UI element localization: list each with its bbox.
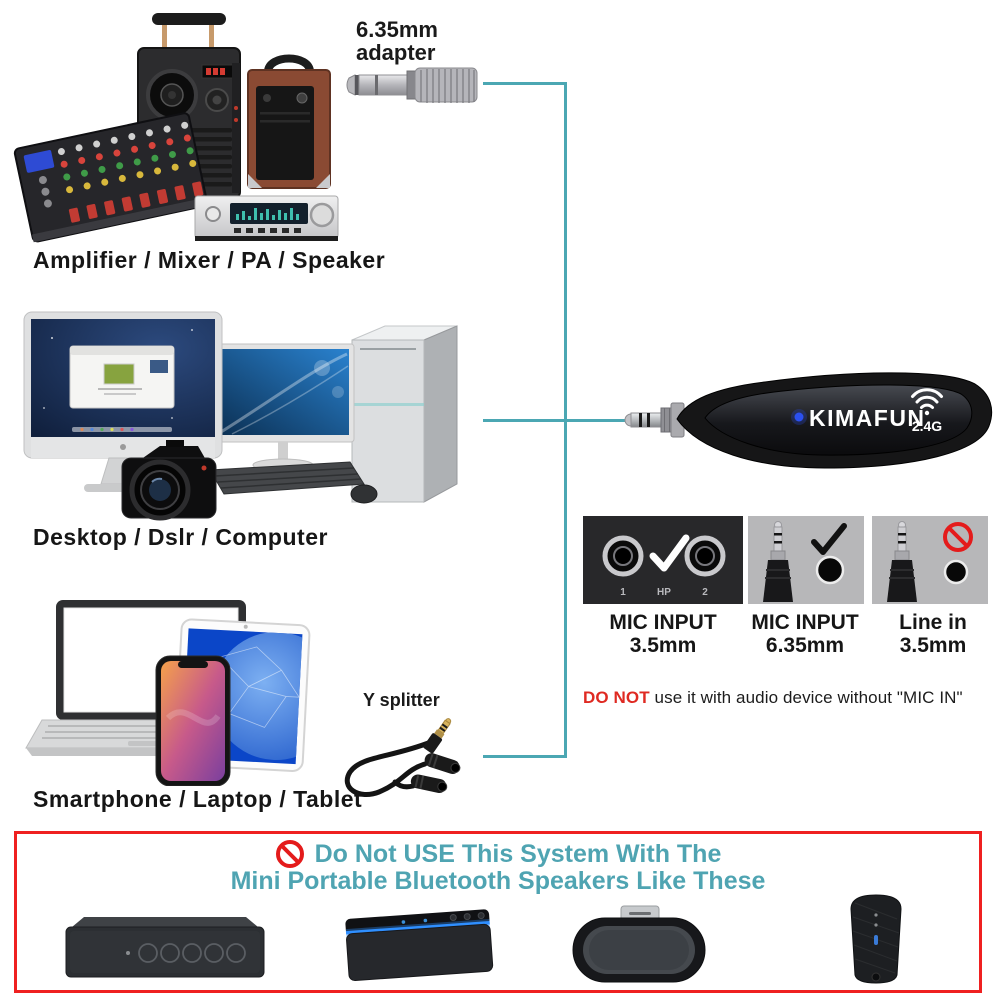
port1-caption-line1: MIC INPUT (609, 611, 717, 634)
pa-equipment-illustration (13, 13, 339, 243)
jack-label-1: 1 (620, 587, 626, 598)
port2-caption-line2: 6.35mm (765, 634, 845, 657)
adapter-label: 6.35mm adapter (356, 18, 438, 64)
jack-label-hp: HP (657, 587, 671, 598)
connector-line-middle (483, 419, 629, 422)
dslr-camera-figure (121, 440, 217, 521)
bluetooth-warning-line2: Mini Portable Bluetooth Speakers Like Th… (230, 867, 766, 895)
connector-line-bottom (483, 755, 567, 758)
desktop-equipment-illustration (23, 311, 458, 521)
tower-speaker-figure (850, 894, 902, 984)
brand-text: KIMAFUN (809, 405, 926, 431)
audio-mixer-figure (13, 112, 208, 243)
y-splitter-label: Y splitter (363, 690, 440, 710)
do-not-rest: use it with audio device without "MIC IN… (649, 688, 963, 707)
socket-hole (943, 559, 969, 585)
bluetooth-warning-heading: Do Not USE This System With The Mini Por… (17, 839, 979, 894)
prohibition-icon (275, 840, 304, 868)
kimafun-receiver-illustration: KIMAFUN 2.4G (624, 372, 993, 469)
do-not-notice: DO NOT use it with audio device without … (583, 688, 963, 708)
adapter-6-35mm-illustration (346, 67, 478, 103)
prohibition-icon (943, 522, 973, 552)
mobile-devices-illustration (25, 600, 311, 786)
imac-figure (23, 311, 223, 492)
mouse-figure (350, 484, 378, 504)
port3-caption-line2: 3.5mm (899, 634, 967, 657)
adapter-label-line1: 6.35mm (356, 17, 438, 42)
port3-caption-line1: Line in (899, 611, 967, 634)
receiver-face (704, 384, 973, 456)
led-indicator-core (794, 412, 804, 422)
plug-figure (887, 521, 917, 602)
group2-caption: Desktop / Dslr / Computer (33, 524, 328, 550)
port2-caption: MIC INPUT 6.35mm (730, 611, 880, 657)
bluetooth-warning-line1: Do Not USE This System With The (314, 839, 722, 868)
jack-label-2: 2 (702, 587, 708, 598)
socket-hole (815, 555, 845, 585)
female-jack-1 (424, 753, 461, 774)
male-plug-figure (423, 718, 452, 754)
line-in-3-5-panel (872, 516, 988, 604)
pc-tower-figure (351, 325, 458, 503)
smartphone-figure (155, 655, 231, 786)
amplifier-figure (194, 195, 339, 241)
bar-speaker-figure (65, 917, 265, 978)
band-text: 2.4G (912, 418, 942, 434)
bluetooth-speaker-warning-box: Do Not USE This System With The Mini Por… (14, 831, 982, 993)
pill-speaker-figure (572, 905, 706, 983)
check-icon-white (649, 534, 690, 572)
plug-figure (763, 521, 793, 602)
audio-jack-3-5mm (624, 402, 685, 438)
check-icon-black (811, 523, 847, 555)
wooden-speaker-figure (247, 54, 331, 189)
wifi-icon (911, 388, 943, 416)
keyboard-figure (209, 461, 365, 495)
adapter-label-line2: adapter (356, 40, 436, 65)
port3-caption: Line in 3.5mm (858, 611, 1000, 657)
monitor-figure (211, 343, 355, 472)
mic-input-3-5-panel: 1 HP 2 (583, 516, 743, 604)
port2-caption-line1: MIC INPUT (751, 611, 859, 634)
port1-caption: MIC INPUT 3.5mm (583, 611, 743, 657)
do-not-emphasis: DO NOT (583, 688, 650, 707)
group1-caption: Amplifier / Mixer / PA / Speaker (33, 247, 386, 273)
led-speaker-figure (345, 909, 494, 982)
mic-input-6-35-panel (748, 516, 864, 604)
group3-caption: Smartphone / Laptop / Tablet (33, 786, 363, 812)
port1-caption-line2: 3.5mm (629, 634, 697, 657)
y-splitter-illustration (345, 718, 461, 797)
female-jack-2 (410, 774, 448, 794)
connector-line-top (483, 82, 567, 85)
